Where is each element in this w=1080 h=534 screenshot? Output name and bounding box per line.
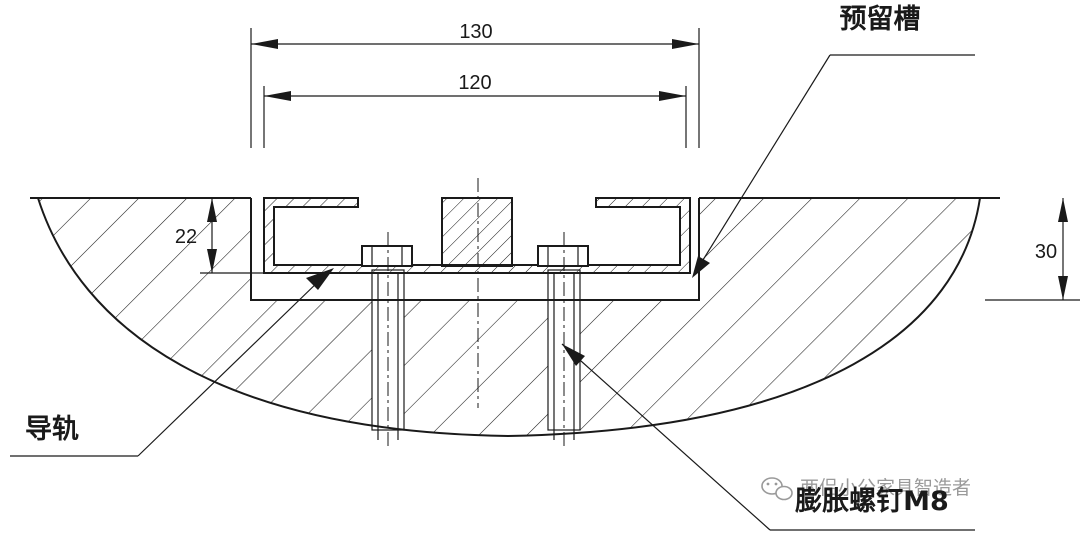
leader-slot: 预留槽 (692, 4, 975, 278)
center-block (441, 197, 513, 267)
dimension-130-label: 130 (459, 21, 492, 43)
dimension-30-label: 30 (1035, 241, 1057, 263)
watermark: 两侣小公家具智造者 (761, 477, 971, 501)
dimension-outer-width: 130 (250, 21, 700, 148)
watermark-text: 两侣小公家具智造者 (800, 477, 971, 499)
leader-bolt (561, 343, 975, 531)
dimension-120-label: 120 (458, 72, 491, 94)
wechat-icon (761, 477, 793, 501)
center-lines (387, 178, 565, 448)
label-bolt: 膨胀螺钉M8 (795, 486, 949, 517)
dimension-rail-height: 22 (175, 198, 264, 274)
expansion-bolt-right (537, 245, 589, 440)
leader-rail: 导轨 (10, 268, 334, 457)
expansion-bolt-left (361, 245, 413, 440)
label-slot: 预留槽 (840, 4, 921, 35)
dimension-slot-depth: 30 (985, 198, 1080, 301)
dimension-inner-width: 120 (263, 72, 687, 148)
dimension-22-label: 22 (175, 226, 197, 248)
label-rail: 导轨 (25, 413, 79, 445)
